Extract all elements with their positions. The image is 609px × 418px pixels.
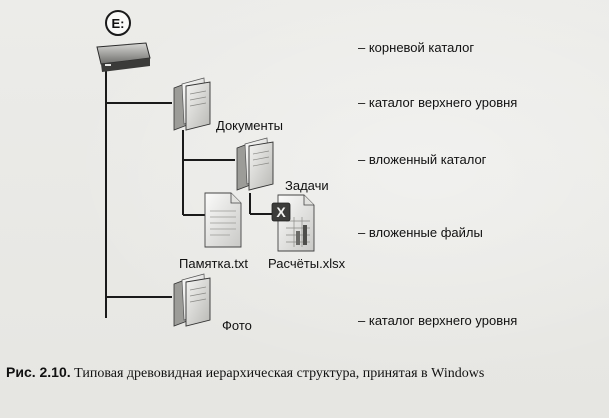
- excel-file-icon: X: [271, 194, 315, 252]
- folder-label-photo: Фото: [222, 318, 252, 333]
- file-label-calc: Расчёты.xlsx: [268, 256, 346, 271]
- file-label-memo: Памятка.txt: [179, 256, 249, 271]
- description-nested-files: – вложенные файлы: [358, 225, 483, 240]
- text-file-icon: [204, 192, 242, 248]
- figure-caption: Рис. 2.10. Типовая древовидная иерархиче…: [6, 364, 606, 382]
- folder-icon: [173, 77, 211, 131]
- folder-icon: [236, 137, 274, 191]
- description-top-level-photo: – каталог верхнего уровня: [358, 313, 518, 328]
- description-nested-dir: – вложенный каталог: [358, 152, 487, 167]
- excel-badge-letter: X: [276, 204, 286, 220]
- drive-letter: E:: [112, 16, 125, 31]
- description-top-level: – каталог верхнего уровня: [358, 95, 518, 110]
- folder-label-tasks: Задачи: [285, 178, 329, 193]
- folder-label-documents: Документы: [216, 118, 284, 133]
- folder-icon: [173, 273, 211, 327]
- figure-number: Рис. 2.10.: [6, 364, 71, 380]
- drive-icon: E:: [96, 10, 151, 72]
- tree-connector-lines: [105, 66, 272, 318]
- figure-caption-text: Типовая древовидная иерархическая структ…: [74, 366, 485, 381]
- description-root: – корневой каталог: [358, 40, 475, 55]
- directory-tree-diagram: E:: [96, 10, 315, 327]
